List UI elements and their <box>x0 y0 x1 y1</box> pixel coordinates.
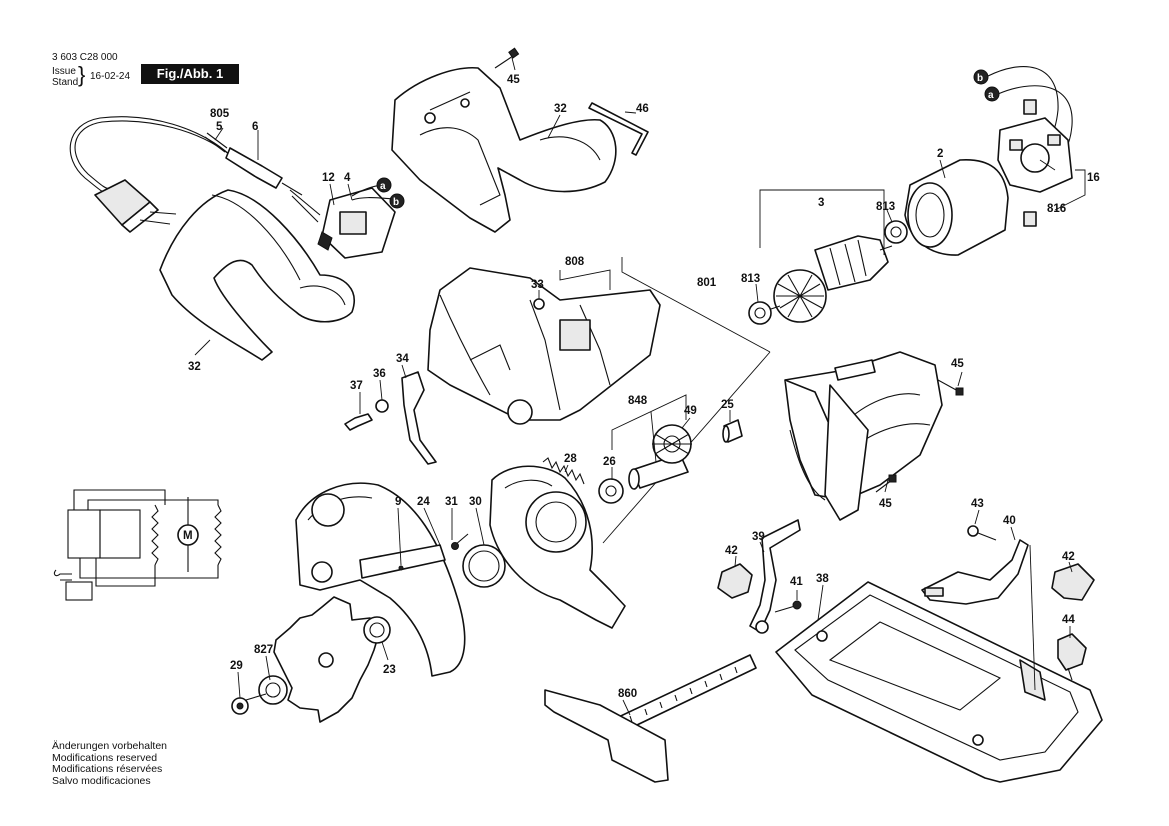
stand-label: Stand <box>52 77 79 88</box>
note-es: Salvo modificaciones <box>52 774 151 787</box>
wiring-schematic: M <box>53 489 222 601</box>
issue-label: Issue <box>52 66 76 77</box>
base-plate <box>775 581 1103 783</box>
note-en: Modifications reserved <box>52 751 158 764</box>
callout-42-right: 42 <box>1062 551 1075 563</box>
saw-blade <box>273 596 381 723</box>
issue-date: 16-02-24 <box>90 71 131 82</box>
callout-813-lower: 813 <box>741 273 760 285</box>
motor-parts <box>748 66 1073 325</box>
callout-9: 9 <box>395 496 401 508</box>
hex-key <box>588 102 649 156</box>
callout-45-right-lower: 45 <box>879 498 892 510</box>
bevel-quadrant <box>717 519 802 634</box>
callout-37: 37 <box>350 380 363 392</box>
blade-bolt <box>231 675 288 715</box>
screws-45-right <box>875 379 964 493</box>
callout-49: 49 <box>684 405 697 417</box>
callout-40: 40 <box>1003 515 1016 527</box>
callout-32-handle-front: 32 <box>188 361 201 373</box>
callout-848: 848 <box>628 395 648 407</box>
leader-801 <box>621 257 771 353</box>
callout-6: 6 <box>252 121 258 133</box>
callout-12: 12 <box>322 172 335 184</box>
callout-33: 33 <box>531 279 544 291</box>
callout-46-hex-key: 46 <box>636 103 649 115</box>
callout-3-armature: 3 <box>818 197 824 209</box>
callout-44: 44 <box>1062 614 1075 626</box>
wire-label-b-brush: b <box>977 73 983 84</box>
callout-801: 801 <box>697 277 717 289</box>
front-handle <box>159 189 355 361</box>
wire-label-b-switch: b <box>393 197 399 208</box>
rear-handle <box>391 67 617 233</box>
callout-29: 29 <box>230 660 243 672</box>
screw-and-ring <box>451 533 506 588</box>
callout-43: 43 <box>971 498 984 510</box>
callout-16: 16 <box>1087 172 1100 184</box>
figure-label: Fig./Abb. 1 <box>141 64 239 84</box>
callout-30: 30 <box>469 496 482 508</box>
callout-45-screw: 45 <box>507 74 520 86</box>
screw-33 <box>533 298 545 310</box>
footer-notes: Änderungen vorbehalten Modifications res… <box>52 740 168 787</box>
depth-bracket <box>921 525 1029 605</box>
gear-shaft-group <box>598 419 743 504</box>
blade-guard <box>295 482 466 677</box>
callout-39: 39 <box>752 531 765 543</box>
callout-25: 25 <box>721 399 734 411</box>
callout-45-right-upper: 45 <box>951 358 964 370</box>
callout-808: 808 <box>565 256 585 268</box>
motor-housing-half <box>427 267 661 425</box>
callout-42-left: 42 <box>725 545 738 557</box>
callout-2-stator: 2 <box>937 148 943 160</box>
callout-labels: 45 32 46 805 5 6 12 4 32 33 808 37 36 34… <box>188 74 1100 700</box>
callout-813-upper: 813 <box>876 201 895 213</box>
note-fr: Modifications réservées <box>52 763 163 775</box>
motor-housing <box>784 351 943 521</box>
lever-parts <box>344 371 437 465</box>
wire-label-a-brush: a <box>988 90 994 101</box>
leader-lines <box>194 57 1086 716</box>
part-number: 3 603 C28 000 <box>52 52 118 63</box>
callout-38: 38 <box>816 573 829 585</box>
motor-symbol-label: M <box>183 530 193 542</box>
callout-36: 36 <box>373 368 386 380</box>
callout-4: 4 <box>344 172 351 184</box>
wire-label-a-switch: a <box>380 181 386 192</box>
callout-32-handle-upper: 32 <box>554 103 567 115</box>
callout-827: 827 <box>254 644 273 656</box>
callout-23: 23 <box>383 664 396 676</box>
callout-26: 26 <box>603 456 616 468</box>
callout-31: 31 <box>445 496 458 508</box>
callout-28: 28 <box>564 453 577 465</box>
wire-markers: a b a b <box>376 69 1000 209</box>
spring <box>542 457 585 485</box>
knobs-right <box>1051 563 1095 681</box>
note-de: Änderungen vorbehalten <box>52 740 168 752</box>
callout-34: 34 <box>396 353 409 365</box>
lower-guard <box>489 465 626 629</box>
switch-assembly <box>317 184 396 259</box>
callout-860: 860 <box>618 688 637 700</box>
flange-23 <box>363 616 391 644</box>
callout-24: 24 <box>417 496 430 508</box>
power-cord <box>69 116 321 233</box>
callout-805: 805 <box>210 108 230 120</box>
screw-45-top <box>494 47 520 69</box>
parallel-guide <box>544 654 757 783</box>
callout-5: 5 <box>216 121 223 133</box>
callout-41: 41 <box>790 576 803 588</box>
callout-816: 816 <box>1047 203 1066 215</box>
brace-glyph: } <box>78 62 86 87</box>
